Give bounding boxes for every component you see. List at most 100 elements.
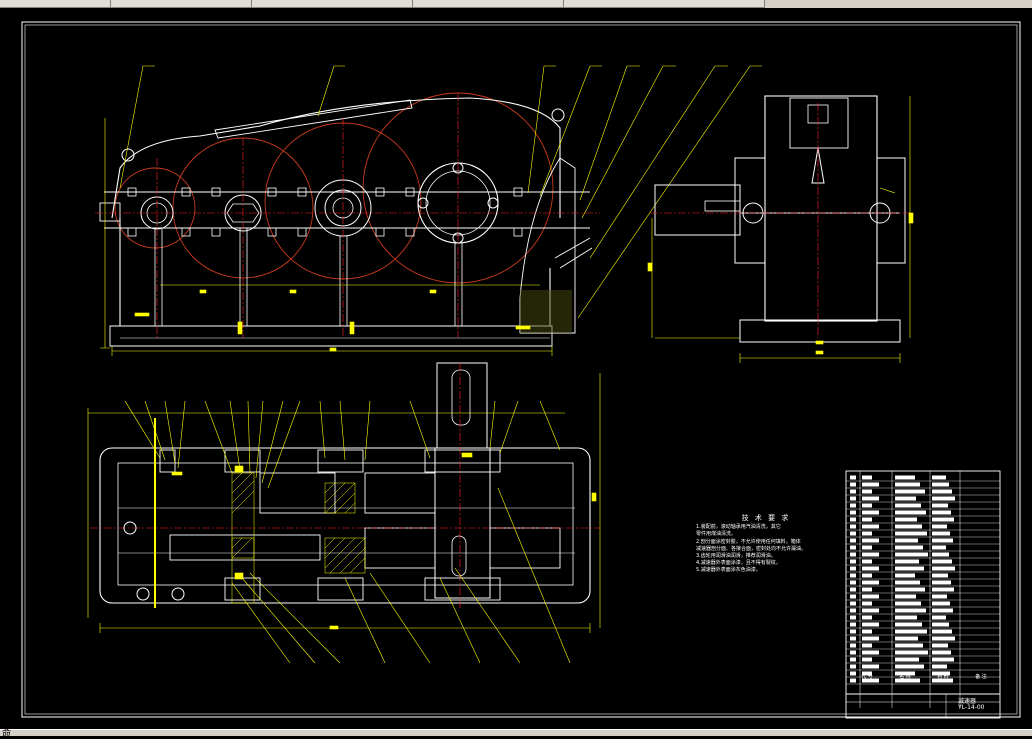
front-view [95,65,762,356]
bom-cell-text [932,678,953,683]
bom-row-number [850,622,856,627]
bom-cell-text [862,559,872,564]
bom-row-number [850,601,856,606]
bom-cell-text [932,538,953,543]
bom-cell-text [862,517,872,522]
bom-cell-text [862,580,879,585]
bom-cell-text [862,664,879,669]
bom-cell-text [862,594,879,599]
bom-cell-text [862,657,872,662]
bom-cell-text [862,496,879,501]
bom-cell-text [895,657,919,662]
bom-cell-text [932,475,946,480]
bom-cell-text [862,629,872,634]
bom-cell-text [895,636,918,641]
bom-cell-text [895,531,927,536]
command-line[interactable]: 命 [0,729,1032,739]
bom-cell-text [932,664,947,669]
bom-row-number [850,594,856,599]
window-tab-strip [0,0,1032,8]
bom-cell-text [862,615,872,620]
bom-cell-text [862,601,872,606]
bom-cell-text [862,552,879,557]
bom-cell-text [862,503,872,508]
bom-header-code: 代 号 [861,674,873,680]
tech-req-item: 减速器剖分面、各接合面，密封处均不允许漏油。 [696,545,807,552]
tab-2[interactable] [111,0,252,8]
bom-cell-text [862,524,879,529]
bom-cell-text [932,510,951,515]
cad-drawing-canvas[interactable] [0,8,1032,729]
bom-row-number [850,664,856,669]
bom-cell-text [932,545,946,550]
tab-1[interactable] [0,0,111,8]
bom-cell-text [932,643,948,648]
bom-row-number [850,545,856,550]
bom-cell-text [895,552,928,557]
bill-of-materials-table [845,470,1001,719]
bom-cell-text [932,622,949,627]
bom-row-number [850,566,856,571]
bom-cell-text [895,482,920,487]
command-prompt: 命 [2,729,12,739]
technical-requirements-note: 技 术 要 求 1.装配前，滚动轴承用汽油清洗，其它 零件用煤油清洗。 2.剖分… [696,514,836,575]
tab-4[interactable] [413,0,564,8]
bom-cell-text [862,482,879,487]
bom-cell-text [895,587,925,592]
bom-row-number [850,657,856,662]
bom-cell-text [932,636,955,641]
outer-frame [21,21,1021,718]
bom-header-material: 材 料 [937,674,949,680]
bom-cell-text [895,489,925,494]
tab-3[interactable] [252,0,413,8]
bom-cell-text [895,615,917,620]
bom-header-remark: 备 注 [975,674,987,680]
bom-cell-text [932,601,950,606]
bom-row-number [850,496,856,501]
bom-cell-text [932,566,955,571]
bom-cell-text [895,650,928,655]
bom-cell-text [862,573,872,578]
bom-cell-text [862,531,872,536]
bom-cell-text [895,643,923,648]
bom-cell-text [932,671,950,676]
bom-cell-text [862,650,879,655]
bom-cell-text [932,496,955,501]
bom-row-number [850,503,856,508]
bom-cell-text [895,538,918,543]
bom-row-number [850,552,856,557]
bom-cell-text [932,615,946,620]
bom-cell-text [932,594,947,599]
bom-row-number [850,475,856,480]
bom-cell-text [895,496,916,501]
bom-row-number [850,671,856,676]
bom-row-number [850,517,856,522]
bom-row-number [850,587,856,592]
bom-cell-text [932,573,948,578]
bom-cell-text [932,657,954,662]
title-block-name: 减速器 [958,698,977,705]
tech-req-item: 零件用煤油清洗。 [696,531,737,538]
bom-cell-text [895,510,926,515]
bom-cell-text [862,643,872,648]
inner-frame [24,24,1018,715]
bom-cell-text [895,566,924,571]
bom-cell-text [932,608,953,613]
bom-cell-text [895,608,926,613]
bom-row-number [850,538,856,543]
bom-cell-text [932,580,951,585]
bom-header-name: 名 称 [899,674,911,680]
bom-cell-text [895,594,916,599]
bom-cell-text [932,650,951,655]
bom-cell-text [895,629,927,634]
tab-5[interactable] [564,0,765,8]
bom-cell-text [932,489,952,494]
bom-cell-text [932,559,952,564]
bom-cell-text [862,622,879,627]
bom-cell-text [862,587,872,592]
bom-row-number [850,489,856,494]
bom-cell-text [895,671,915,676]
bom-row-number [850,608,856,613]
bom-cell-text [862,678,879,683]
bom-row-number [850,636,856,641]
